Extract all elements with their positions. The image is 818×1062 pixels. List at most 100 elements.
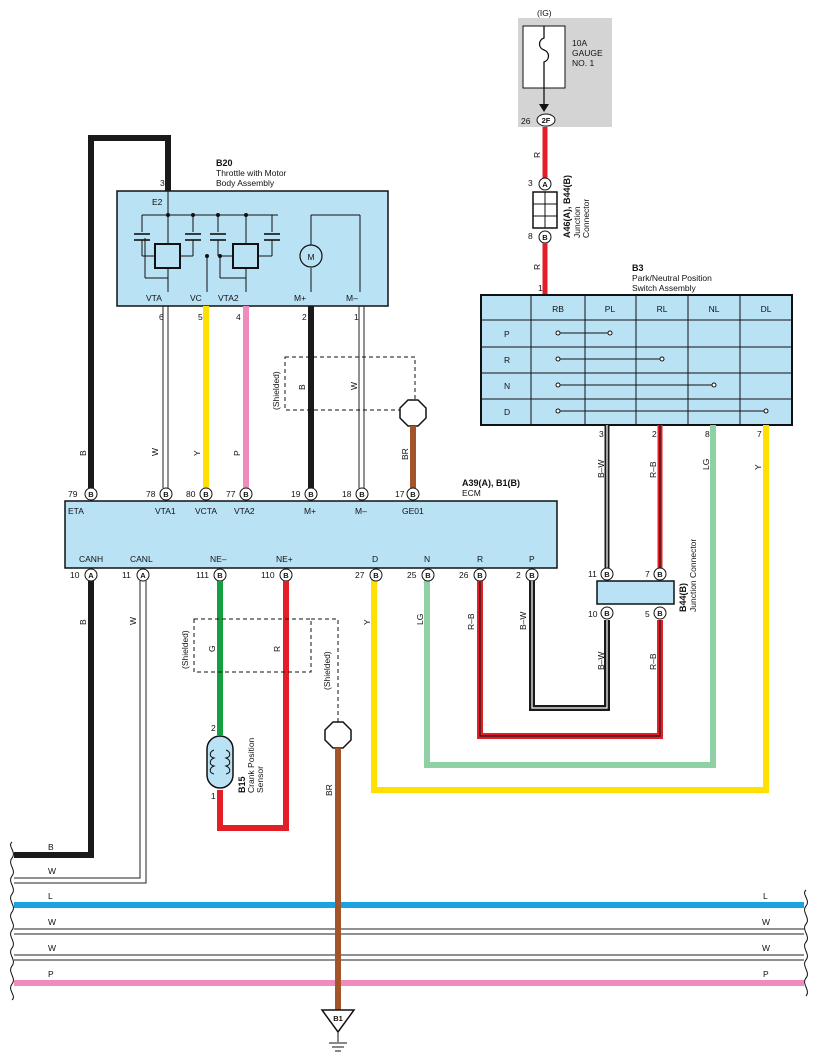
svg-text:77: 77 xyxy=(226,489,236,499)
svg-text:M–: M– xyxy=(355,506,367,516)
svg-text:3: 3 xyxy=(528,178,533,188)
svg-text:3: 3 xyxy=(160,178,165,188)
svg-text:26: 26 xyxy=(459,570,469,580)
svg-text:A: A xyxy=(88,571,94,580)
svg-text:B: B xyxy=(48,842,54,852)
svg-text:78: 78 xyxy=(146,489,156,499)
svg-text:R: R xyxy=(477,554,483,564)
svg-text:B: B xyxy=(657,609,663,618)
fuse-panel: (IG) 10A GAUGE NO. 1 26 2F xyxy=(518,8,612,127)
svg-text:RB: RB xyxy=(552,304,564,314)
svg-text:R: R xyxy=(532,264,542,270)
svg-text:ETA: ETA xyxy=(68,506,84,516)
svg-text:M–: M– xyxy=(346,293,358,303)
svg-text:Junction Connector: Junction Connector xyxy=(688,539,698,612)
svg-text:A: A xyxy=(542,180,548,189)
svg-text:VCTA: VCTA xyxy=(195,506,217,516)
svg-text:2: 2 xyxy=(302,312,307,322)
svg-text:E2: E2 xyxy=(152,197,163,207)
svg-text:B: B xyxy=(657,570,663,579)
ecm-code: A39(A), B1(B) xyxy=(462,478,520,488)
svg-text:8: 8 xyxy=(705,429,710,439)
svg-text:PL: PL xyxy=(605,304,616,314)
svg-text:VTA2: VTA2 xyxy=(234,506,255,516)
svg-text:B–W: B–W xyxy=(518,612,528,630)
junction-b44-code: B44(B) xyxy=(678,583,688,612)
svg-text:B: B xyxy=(425,571,431,580)
svg-text:B: B xyxy=(359,490,365,499)
svg-text:R–B: R–B xyxy=(648,653,658,670)
svg-text:B: B xyxy=(78,619,88,625)
svg-text:CANH: CANH xyxy=(79,554,103,564)
svg-text:G: G xyxy=(207,645,217,652)
svg-text:B: B xyxy=(297,384,307,390)
svg-text:VC: VC xyxy=(190,293,202,303)
throttle-code: B20 xyxy=(216,158,233,168)
svg-text:25: 25 xyxy=(407,570,417,580)
svg-text:110: 110 xyxy=(261,570,275,580)
junction-connector-b44: 11 B 7 B 10 B 5 B B44(B) Junction Connec… xyxy=(588,539,698,620)
svg-text:P: P xyxy=(504,329,510,339)
fuse-name-1: GAUGE xyxy=(572,48,603,58)
svg-text:BR: BR xyxy=(400,448,410,460)
svg-text:27: 27 xyxy=(355,570,365,580)
svg-text:B: B xyxy=(163,490,169,499)
svg-text:R–B: R–B xyxy=(466,613,476,630)
svg-text:L: L xyxy=(48,891,53,901)
fuse-rating: 10A xyxy=(572,38,587,48)
svg-text:L: L xyxy=(763,891,768,901)
svg-text:N: N xyxy=(504,381,510,391)
svg-text:W: W xyxy=(349,382,359,390)
svg-text:VTA2: VTA2 xyxy=(218,293,239,303)
svg-text:ECM: ECM xyxy=(462,488,481,498)
svg-text:P: P xyxy=(232,450,242,456)
svg-text:D: D xyxy=(372,554,378,564)
fuse-pin: 26 xyxy=(521,116,531,126)
svg-text:10: 10 xyxy=(588,609,598,619)
svg-text:B–W: B–W xyxy=(596,652,606,670)
svg-text:P: P xyxy=(529,554,535,564)
svg-text:BR: BR xyxy=(324,784,334,796)
svg-text:11: 11 xyxy=(122,570,131,580)
svg-text:B: B xyxy=(410,490,416,499)
svg-text:4: 4 xyxy=(236,312,241,322)
throttle-ecm-wires: W Y P B W xyxy=(150,306,365,488)
svg-text:NE–: NE– xyxy=(210,554,227,564)
svg-text:(Shielded): (Shielded) xyxy=(271,371,281,410)
svg-text:VTA1: VTA1 xyxy=(155,506,176,516)
svg-text:Connector: Connector xyxy=(581,199,591,238)
svg-text:1: 1 xyxy=(211,791,216,801)
svg-text:W: W xyxy=(762,917,770,927)
svg-text:18: 18 xyxy=(342,489,352,499)
motor-icon xyxy=(299,244,323,268)
junction-a46-code: A46(A), B44(B) xyxy=(562,175,572,238)
ground-b1: B1 xyxy=(320,1009,356,1052)
svg-text:VTA: VTA xyxy=(146,293,162,303)
svg-text:W: W xyxy=(48,866,56,876)
svg-text:CANL: CANL xyxy=(130,554,153,564)
svg-text:10: 10 xyxy=(70,570,80,580)
bus-break-left xyxy=(10,841,14,1001)
svg-text:5: 5 xyxy=(198,312,203,322)
svg-text:LG: LG xyxy=(415,614,425,625)
svg-text:19: 19 xyxy=(291,489,301,499)
svg-text:80: 80 xyxy=(186,489,196,499)
park-neutral-switch: B3 Park/Neutral Position Switch Assembly… xyxy=(480,263,793,439)
svg-text:Park/Neutral Position: Park/Neutral Position xyxy=(632,273,712,283)
ecm: A39(A), B1(B) ECM ETA VTA1 VCTA VTA2 M+ … xyxy=(64,478,558,569)
ground-icon xyxy=(320,1009,356,1034)
svg-text:7: 7 xyxy=(645,569,650,579)
svg-text:8: 8 xyxy=(528,231,533,241)
svg-text:1: 1 xyxy=(538,283,543,293)
svg-text:RL: RL xyxy=(657,304,668,314)
svg-text:7: 7 xyxy=(757,429,762,439)
svg-text:Switch Assembly: Switch Assembly xyxy=(632,283,697,293)
park-switch-code: B3 xyxy=(632,263,644,273)
svg-text:2: 2 xyxy=(516,570,521,580)
svg-text:NE+: NE+ xyxy=(276,554,293,564)
svg-text:P: P xyxy=(763,969,769,979)
svg-text:5: 5 xyxy=(645,609,650,619)
svg-text:P: P xyxy=(48,969,54,979)
fuse-supply-label: (IG) xyxy=(537,8,552,18)
svg-text:Crank Position: Crank Position xyxy=(246,737,256,793)
